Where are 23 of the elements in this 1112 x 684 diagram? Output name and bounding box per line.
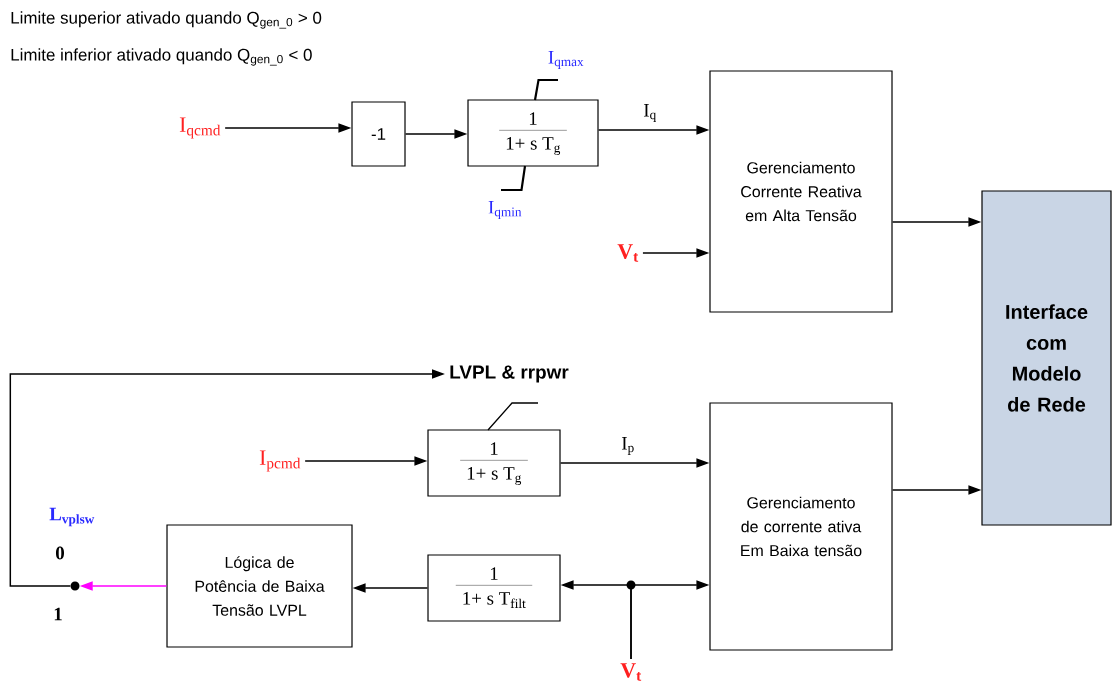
gain-box: -1	[351, 101, 406, 167]
signal-label: LVPL & rrpwr	[450, 365, 569, 383]
process-box: Gerenciamento Corrente Reativa em Alta Tensão	[709, 70, 893, 313]
switch-position: 1	[54, 607, 62, 621]
note-text: Limite inferior ativado quando Q$_{gen_0}$ < 0	[11, 48, 312, 66]
edge-label: I$_{q}$	[642, 103, 658, 123]
signal-label: V$_{t}$	[620, 663, 642, 681]
edge-label: I$_{p}$	[620, 436, 636, 456]
switch-point	[70, 581, 80, 591]
logic-box: Lógica de Potência de Baixa Tensão LVPL	[166, 524, 353, 648]
transfer-function-box: 1 1+ s T$_{filt}$	[427, 554, 561, 622]
note-text: Limite superior ativado quando Q$_{gen_0}$ > 0	[11, 11, 322, 29]
transfer-function-box: 1 1+ s T$_{g}$	[467, 99, 599, 167]
switch-position: 0	[56, 546, 64, 560]
signal-label: I$_{qcmd}$	[179, 117, 221, 139]
limit-label: I$_{qmin}$	[488, 200, 522, 220]
process-box: Gerenciamento de corrente ativa Em Baixa tensão	[709, 402, 893, 651]
signal-label: V$_{t}$	[617, 244, 639, 262]
transfer-function-box: 1 1+ s T$_{g}$	[427, 429, 561, 497]
switch-label: L$_{vplsw}$	[49, 507, 95, 527]
limit-label: I$_{qmax}$	[548, 51, 584, 69]
signal-label: I$_{pcmd}$	[259, 450, 301, 472]
interface-box: Interface com Modelo de Rede	[981, 190, 1112, 526]
